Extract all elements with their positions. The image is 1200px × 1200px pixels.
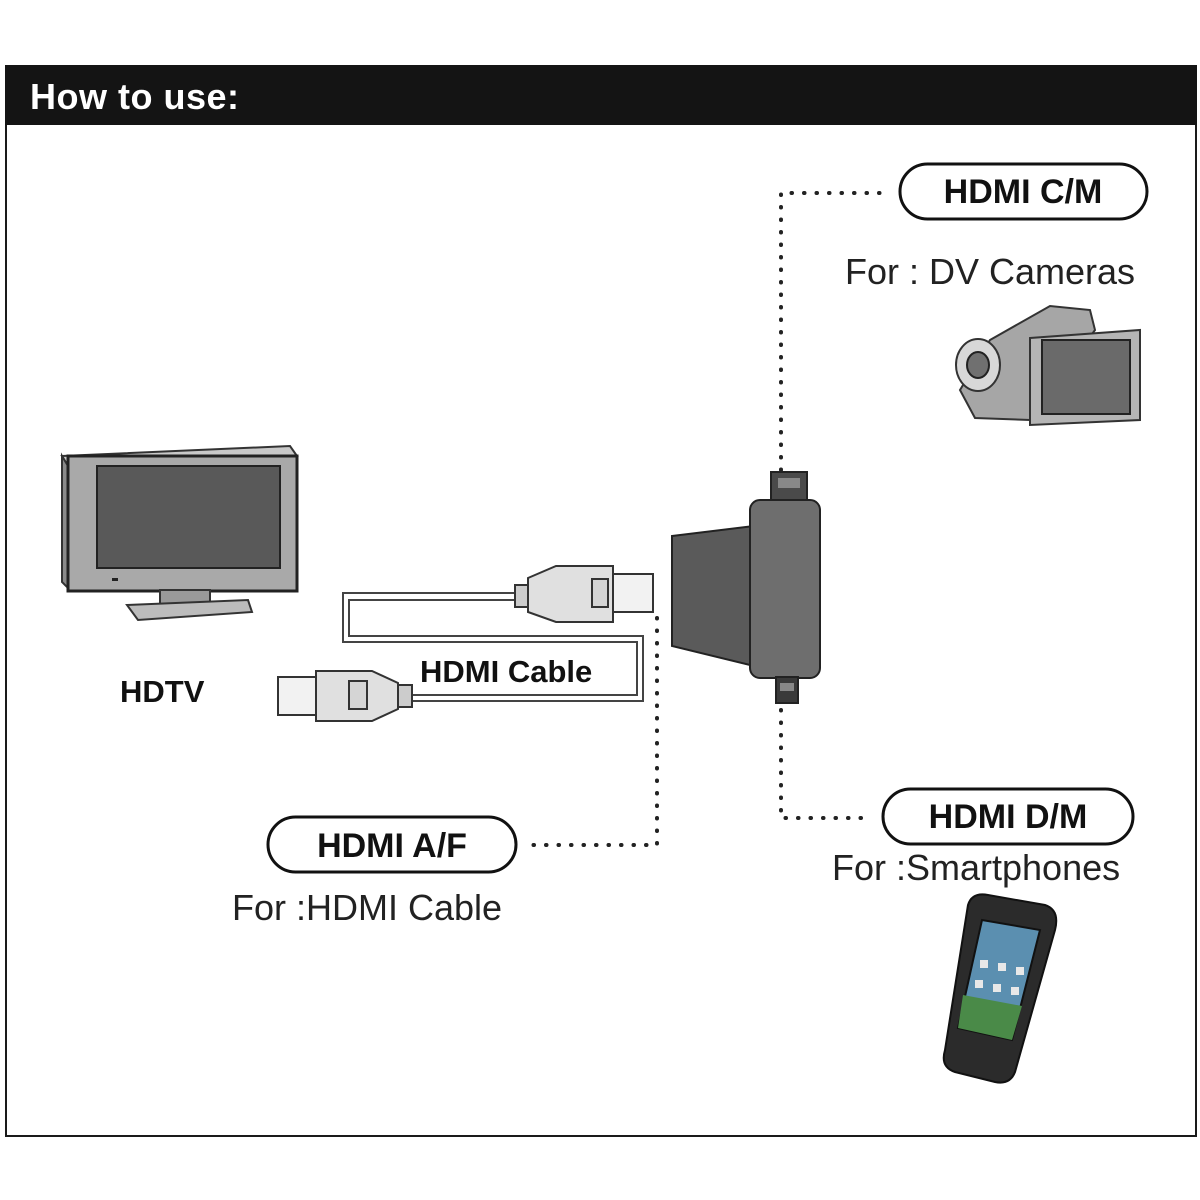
hdmi-plug-icon xyxy=(514,565,654,623)
header-title: How to use: xyxy=(30,76,240,117)
caption-cm: For : DV Cameras xyxy=(845,251,1135,292)
leader-cm xyxy=(779,191,882,472)
hdmi-adapter-icon xyxy=(671,471,821,704)
label-hdmi-dm: HDMI D/M xyxy=(881,787,1135,846)
camcorder-icon xyxy=(955,304,1141,427)
hdtv-monitor-icon xyxy=(60,444,299,622)
dotted-leaders xyxy=(526,191,882,847)
hdmi-cable-label: HDMI Cable xyxy=(420,654,592,689)
hdmi-cable xyxy=(342,592,644,702)
caption-dm: For :Smartphones xyxy=(832,847,1120,888)
svg-text:HDMI A/F: HDMI A/F xyxy=(317,827,467,865)
leader-dm xyxy=(779,708,864,820)
hdtv-label: HDTV xyxy=(120,674,205,709)
header-bar xyxy=(5,65,1197,125)
caption-af: For :HDMI Cable xyxy=(232,887,502,928)
svg-text:HDMI D/M: HDMI D/M xyxy=(929,798,1088,836)
smartphone-icon xyxy=(942,893,1058,1084)
label-hdmi-af: HDMI A/F xyxy=(266,815,518,874)
hdmi-plug-icon xyxy=(277,670,413,722)
label-hdmi-cm: HDMI C/M xyxy=(898,162,1149,221)
leader-af xyxy=(526,616,659,847)
svg-text:HDMI C/M: HDMI C/M xyxy=(944,173,1103,211)
